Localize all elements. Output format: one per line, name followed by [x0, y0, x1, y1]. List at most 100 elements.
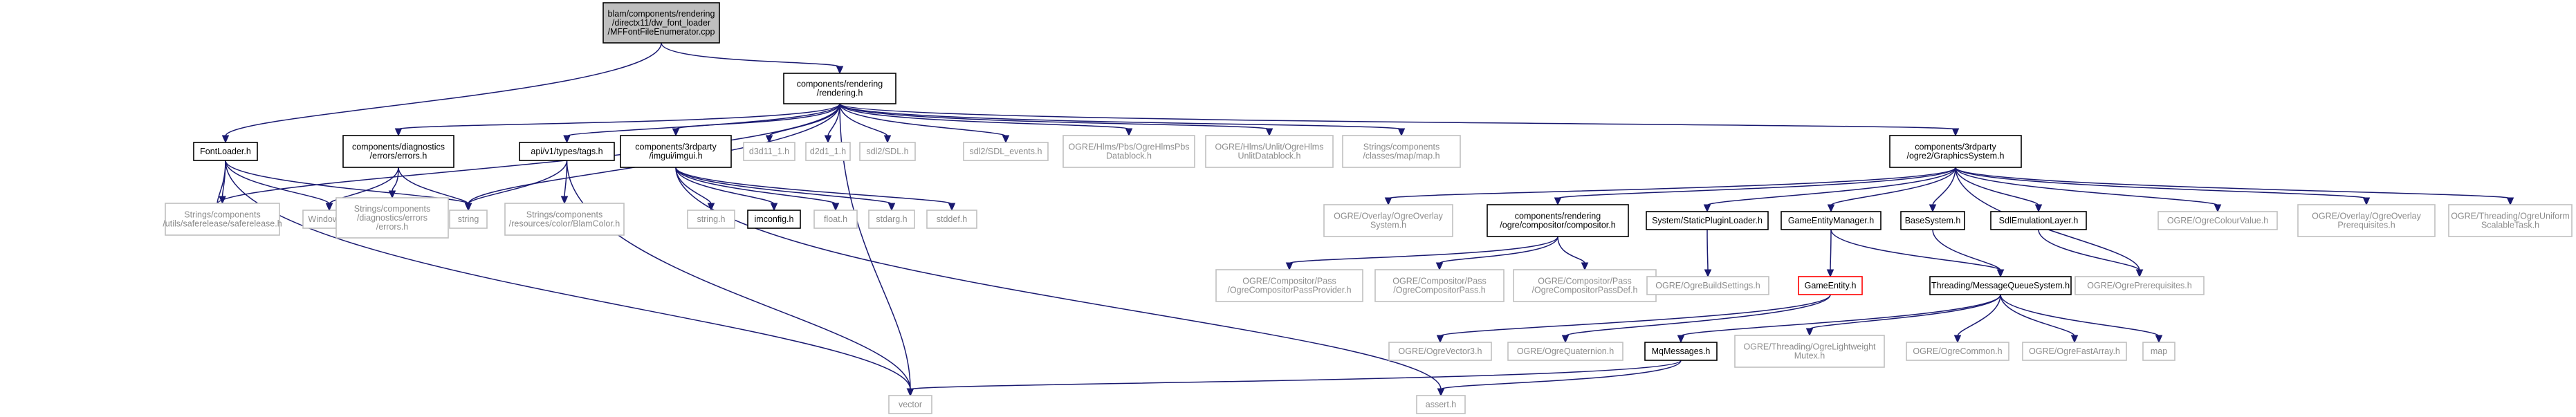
node-stdmap: map: [2142, 342, 2175, 361]
edge-root-to-fontloader: [221, 42, 662, 144]
node-box: [1513, 269, 1657, 302]
node-compositor[interactable]: components/rendering/ogre/compositor/com…: [1487, 204, 1629, 237]
node-box: [342, 135, 454, 168]
edge-arrowhead: [221, 135, 230, 144]
node-label-line: ScalableTask.h: [2481, 221, 2539, 230]
edge-line: [1932, 167, 1956, 206]
node-colourvalue: OGRE/OgreColourValue.h: [2158, 211, 2278, 230]
edge-line: [1388, 167, 1956, 199]
edge-basesystem-to-mqs: [1932, 229, 2005, 278]
edge-arrowhead: [388, 190, 396, 199]
edge-line: [1955, 167, 2039, 206]
edge-imgui-to-imconfig: [675, 167, 778, 212]
edge-rendering-to-hlmsunlit: [839, 103, 1273, 137]
node-graphics[interactable]: components/3rdparty/ogre2/GraphicsSystem…: [1889, 135, 2022, 168]
node-fontloader[interactable]: FontLoader.h: [193, 142, 258, 161]
edge-staticplugin-to-buildsettings: [1704, 229, 1712, 278]
node-mqmsgs[interactable]: MqMessages.h: [1644, 342, 1718, 361]
node-label-line: float.h: [824, 214, 847, 224]
edge-line: [1957, 294, 2001, 337]
node-vector: vector: [888, 395, 932, 414]
edge-compositor-to-passprovider: [1285, 236, 1558, 271]
node-box: [1798, 276, 1863, 295]
edge-graphics-to-basesystem: [1929, 167, 1956, 213]
node-label-line: BaseSystem.h: [1905, 216, 1961, 225]
node-layer: blam/components/rendering/directx11/dw_f…: [163, 2, 2573, 414]
node-label-line: Strings/components: [526, 210, 602, 220]
edge-line: [2038, 229, 2140, 271]
edge-arrowhead: [1953, 335, 1962, 344]
node-mqs[interactable]: Threading/MessageQueueSystem.h: [1929, 276, 2072, 295]
node-buildsettings: OGRE/OgreBuildSettings.h: [1646, 276, 1769, 295]
edge-tags-to-string: [464, 160, 568, 212]
edge-line: [1830, 229, 2001, 271]
node-box: [2142, 342, 2175, 361]
edge-line: [225, 160, 469, 205]
node-label-line: OGRE/OgreCommon.h: [1913, 346, 2002, 356]
node-box: [1990, 211, 2087, 230]
node-root: blam/components/rendering/directx11/dw_f…: [602, 2, 720, 44]
node-basesystem[interactable]: BaseSystem.h: [1900, 211, 1965, 230]
edge-mqs-to-lightmutex: [1805, 294, 2001, 337]
edge-arrowhead: [464, 203, 472, 212]
edge-sdlemu-to-prereq: [2038, 229, 2144, 278]
edge-rendering-to-sdlevents: [839, 103, 1010, 144]
edge-line: [1680, 294, 2001, 337]
edge-line: [1830, 167, 1956, 206]
edge-graphics-to-compositor: [1554, 167, 1956, 206]
node-gameentity[interactable]: GameEntity.h: [1798, 276, 1863, 295]
node-label-line: OGRE/OgreFastArray.h: [2029, 346, 2120, 356]
edge-gameentity-to-vector3: [1436, 294, 1831, 344]
edge-fontloader-to-vector: [225, 160, 914, 397]
edge-compositor-to-passdef: [1557, 236, 1589, 271]
node-imgui[interactable]: components/3rdparty/imgui/imgui.h: [620, 135, 732, 168]
node-string: string: [449, 210, 488, 229]
node-box: [868, 210, 915, 229]
edge-line: [1955, 167, 2218, 206]
edge-line: [675, 167, 775, 205]
edge-graphics-to-sdlemu: [1955, 167, 2043, 213]
edge-line: [225, 42, 662, 137]
node-label-line: System/StaticPluginLoader.h: [1652, 216, 1763, 225]
node-imconfig[interactable]: imconfig.h: [747, 210, 801, 229]
node-staticplugin[interactable]: System/StaticPluginLoader.h: [1646, 211, 1769, 230]
edge-arrowhead: [887, 203, 896, 212]
node-box: [1929, 276, 2072, 295]
node-errors[interactable]: components/diagnostics/errors/errors.h: [342, 135, 454, 168]
node-sdlemu[interactable]: SdlEmulationLayer.h: [1990, 211, 2087, 230]
node-box: [1781, 211, 1882, 230]
node-label-line: System.h: [1370, 221, 1406, 230]
edge-arrowhead: [325, 203, 333, 212]
edge-line: [1565, 294, 1831, 337]
node-rendering[interactable]: components/rendering/rendering.h: [783, 73, 896, 104]
edge-arrowhead: [560, 196, 569, 205]
node-prereq: OGRE/OgrePrerequisites.h: [2074, 276, 2205, 295]
edge-line: [910, 360, 1682, 390]
node-saferelease: Strings/components/utils/saferelease/saf…: [163, 203, 282, 236]
edge-arrowhead: [1397, 128, 1406, 137]
node-label-line: FontLoader.h: [200, 147, 251, 156]
edge-arrowhead: [2214, 204, 2222, 213]
node-tags[interactable]: api/v1/types/tags.h: [519, 142, 615, 161]
node-label-line: OGRE/Compositor/Pass: [1242, 277, 1336, 286]
edge-imgui-to-floath: [675, 167, 840, 212]
node-stdarg: stdarg.h: [868, 210, 915, 229]
edge-arrowhead: [1929, 204, 1937, 213]
edge-arrowhead: [2155, 335, 2163, 344]
node-label-line: /errors/errors.h: [370, 151, 427, 161]
edge-errors-to-strerrors: [388, 167, 399, 199]
node-box: [504, 203, 625, 236]
node-gem[interactable]: GameEntityManager.h: [1781, 211, 1882, 230]
edge-arrowhead: [824, 135, 832, 144]
node-label-line: OGRE/OgreVector3.h: [1399, 346, 1482, 356]
node-label-line: OGRE/OgreColourValue.h: [2167, 216, 2268, 225]
node-quaternion: OGRE/OgreQuaternion.h: [1507, 342, 1623, 361]
node-box: [687, 210, 735, 229]
node-label-line: /ogre/compositor/compositor.h: [1500, 221, 1615, 230]
edge-arrowhead: [1951, 128, 1960, 137]
node-passprovider: OGRE/Compositor/Pass/OgreCompositorPassP…: [1215, 269, 1363, 302]
